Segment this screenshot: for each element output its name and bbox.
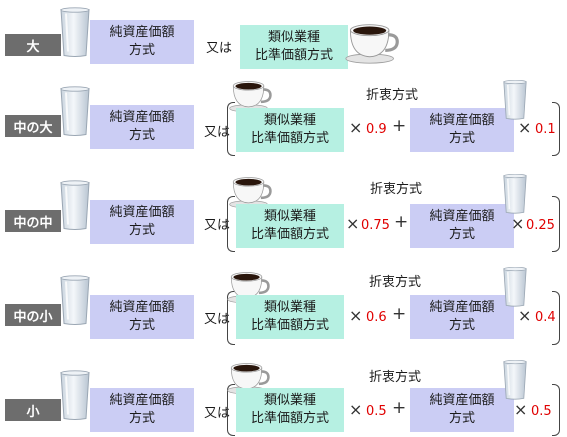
net-assets-method-box: 純資産価額 方式 — [410, 204, 514, 248]
net-coefficient: 0.1 — [535, 122, 556, 137]
net-assets-method-box: 純資産価額 方式 — [90, 295, 194, 339]
size-label: 中の中 — [5, 210, 61, 232]
left-bracket — [227, 102, 235, 156]
row-small: 小 純資産価額 方式 又は 類似業種 比準価額方式 折衷方式 × 0.5 + 純… — [0, 360, 567, 437]
multiply-sign: × — [349, 400, 363, 419]
similar-industry-method-box: 類似業種 比準価額方式 — [236, 204, 344, 248]
right-bracket — [552, 384, 560, 436]
net-assets-method-box: 純資産価額 方式 — [410, 108, 514, 152]
or-text: 又は — [204, 125, 231, 140]
plus-sign: + — [392, 304, 407, 324]
left-bracket — [227, 384, 235, 436]
similar-industry-method-box: 類似業種 比準価額方式 — [236, 388, 344, 432]
or-text: 又は — [204, 218, 231, 233]
plus-sign: + — [392, 116, 407, 136]
net-coefficient: 0.4 — [535, 310, 556, 325]
blend-method-label: 折衷方式 — [369, 275, 422, 290]
multiply-sign: × — [349, 306, 363, 325]
or-text: 又は — [204, 406, 231, 421]
net-coefficient: 0.5 — [531, 404, 552, 419]
net-coefficient: 0.25 — [526, 218, 555, 233]
left-bracket — [227, 291, 235, 345]
water-glass-icon — [60, 369, 90, 421]
multiply-sign: × — [349, 118, 363, 137]
blend-method-label: 折衷方式 — [370, 182, 423, 197]
water-glass-icon — [503, 174, 527, 214]
plus-sign: + — [392, 398, 407, 418]
water-glass-icon — [60, 274, 90, 326]
blend-method-label: 折衷方式 — [369, 370, 422, 385]
blend-method-label: 折衷方式 — [366, 88, 419, 103]
water-glass-icon — [503, 80, 527, 120]
row-medium-small: 中の小 純資産価額 方式 又は 類似業種 比準価額方式 折衷方式 × 0.6 +… — [0, 265, 567, 350]
net-assets-method-box: 純資産価額 方式 — [410, 388, 514, 432]
similar-coefficient: 0.75 — [361, 218, 390, 233]
multiply-sign: × — [511, 214, 525, 233]
size-label: 中の小 — [5, 304, 61, 326]
water-glass-icon — [60, 85, 90, 137]
net-assets-method-box: 純資産価額 方式 — [410, 295, 514, 339]
similar-industry-method-box: 類似業種 比準価額方式 — [236, 295, 344, 339]
water-glass-icon — [503, 360, 527, 400]
row-medium-medium: 中の中 純資産価額 方式 又は 類似業種 比準価額方式 折衷方式 × 0.75 … — [0, 172, 567, 257]
right-bracket — [552, 291, 560, 345]
size-label: 中の大 — [5, 115, 61, 137]
net-assets-method-box: 純資産価額 方式 — [90, 200, 194, 244]
similar-industry-method-box: 類似業種 比準価額方式 — [236, 108, 344, 152]
similar-coefficient: 0.5 — [366, 404, 387, 419]
size-label: 大 — [5, 34, 61, 56]
row-large: 大 純資産価額 方式 又は 類似業種 比準価額方式 — [0, 0, 567, 80]
multiply-sign: × — [346, 214, 360, 233]
multiply-sign: × — [518, 118, 532, 137]
water-glass-icon — [60, 179, 90, 231]
or-text: 又は — [206, 41, 233, 56]
multiply-sign: × — [518, 306, 532, 325]
net-assets-method-box: 純資産価額 方式 — [90, 105, 194, 149]
plus-sign: + — [394, 212, 409, 232]
or-text: 又は — [204, 312, 231, 327]
left-bracket — [227, 196, 235, 252]
similar-industry-method-box: 類似業種 比準価額方式 — [240, 25, 348, 69]
water-glass-icon — [60, 6, 90, 58]
right-bracket — [552, 102, 560, 156]
multiply-sign: × — [514, 400, 528, 419]
coffee-cup-icon — [344, 22, 399, 64]
similar-coefficient: 0.9 — [366, 122, 387, 137]
net-assets-method-box: 純資産価額 方式 — [90, 20, 194, 64]
size-label: 小 — [5, 399, 61, 421]
net-assets-method-box: 純資産価額 方式 — [90, 388, 194, 432]
right-bracket — [552, 196, 560, 252]
row-medium-large: 中の大 純資産価額 方式 又は 類似業種 比準価額方式 折衷方式 × 0.9 +… — [0, 80, 567, 160]
similar-coefficient: 0.6 — [366, 310, 387, 325]
water-glass-icon — [503, 267, 527, 307]
